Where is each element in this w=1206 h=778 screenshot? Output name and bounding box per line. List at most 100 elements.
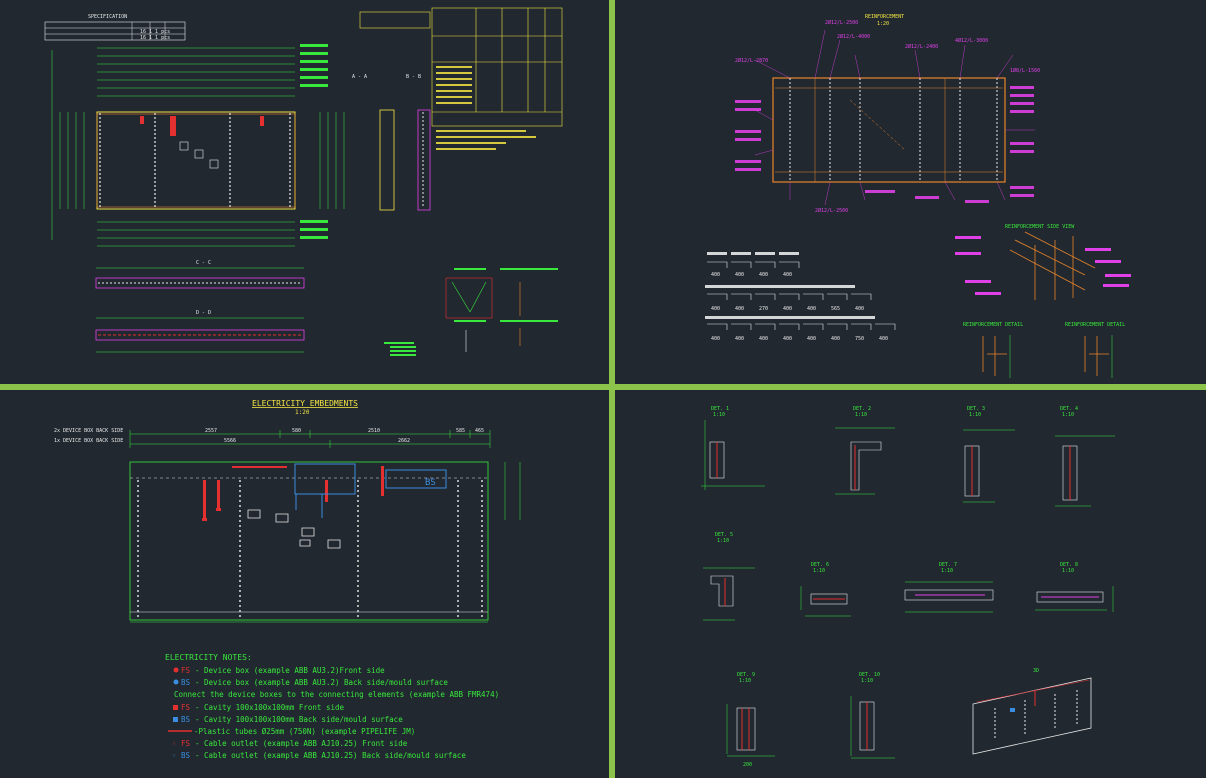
svg-text:2Ø12/L-2500: 2Ø12/L-2500 — [815, 207, 848, 214]
viewport-top-right[interactable]: REINFORCEMENT 1:20 2Ø12/L-2500 2Ø12/L-40… — [615, 0, 1206, 384]
bar-labels: 2Ø12/L-2500 2Ø12/L-4000 2Ø12/L-2400 4Ø12… — [735, 19, 1040, 214]
svg-text:DET. 1: DET. 1 — [711, 406, 729, 412]
svg-text:C - C: C - C — [196, 260, 211, 266]
specification-table: SPECIFICATION 16 1 1 pcs 16 1 1 pcs — [44, 14, 186, 41]
spec-row-1: 16 1 1 pcs — [140, 29, 170, 35]
electricity-scale: 1:20 — [295, 409, 310, 416]
detail-4: DET. 4 1:10 — [1055, 406, 1115, 507]
drawing-reinforcement: REINFORCEMENT 1:20 2Ø12/L-2500 2Ø12/L-40… — [705, 14, 1131, 378]
svg-text:BS: BS — [181, 715, 191, 724]
svg-text:2662: 2662 — [398, 438, 410, 444]
svg-text:2Ø12/L-2400: 2Ø12/L-2400 — [905, 43, 938, 50]
svg-text:2Ø12/L-4000: 2Ø12/L-4000 — [837, 33, 870, 40]
svg-text:400: 400 — [783, 306, 792, 312]
svg-text:FS: FS — [181, 739, 191, 748]
detail-1: DET. 1 1:10 — [701, 406, 765, 490]
note-8: - Cable outlet (example ABB AJ10.25) Bac… — [195, 751, 466, 760]
svg-text:400: 400 — [783, 336, 792, 342]
svg-text:DET. 6: DET. 6 — [811, 562, 829, 568]
detail-10: DET. 10 1:10 — [850, 672, 895, 759]
note-6: -Plastic tubes Ø25mm (750N) (example PIP… — [194, 727, 415, 736]
svg-text:1:10: 1:10 — [941, 568, 953, 574]
svg-text:DET. 10: DET. 10 — [859, 672, 880, 678]
reinforcement-scale: 1:20 — [877, 21, 889, 27]
svg-text:400: 400 — [711, 306, 720, 312]
svg-text:1:10: 1:10 — [861, 678, 873, 684]
svg-text:DET. 3: DET. 3 — [967, 406, 985, 412]
svg-text:4Ø12/L-3000: 4Ø12/L-3000 — [955, 37, 988, 44]
view-3d: 3D — [972, 668, 1092, 755]
spec-row-2: 16 1 1 pcs — [140, 35, 170, 41]
viewport-bottom-left[interactable]: ELECTRICITY EMBEDMENTS 1:20 2x DEVICE BO… — [0, 390, 609, 778]
svg-text:1:10: 1:10 — [969, 412, 981, 418]
svg-text:BS: BS — [181, 751, 191, 760]
svg-text:1:10: 1:10 — [1062, 568, 1074, 574]
detail-3: DET. 3 1:10 — [963, 406, 1015, 503]
svg-text:1:10: 1:10 — [813, 568, 825, 574]
panel-elevation — [96, 111, 296, 210]
notes-title: ELECTRICITY NOTES: — [165, 653, 252, 662]
svg-text:1:10: 1:10 — [717, 538, 729, 544]
drawing-panel-elevation: SPECIFICATION 16 1 1 pcs 16 1 1 pcs — [44, 7, 563, 356]
note-2: - Device box (example ABB AU3.2) Back si… — [195, 678, 448, 687]
note-7: - Cable outlet (example ABB AJ10.25) Fro… — [195, 739, 408, 748]
svg-text:BS: BS — [181, 678, 191, 687]
svg-text:DET. 4: DET. 4 — [1060, 406, 1078, 412]
svg-text:◦: ◦ — [172, 752, 176, 760]
svg-text:400: 400 — [711, 336, 720, 342]
specification-title: SPECIFICATION — [88, 14, 127, 20]
note-5: - Cavity 100x100x100mm Back side/mould s… — [195, 715, 403, 724]
bending-schedule: 400 400 400 400 400 400 270 400 400 565 … — [705, 252, 896, 342]
svg-text:D - D: D - D — [196, 310, 211, 316]
svg-text:1:10: 1:10 — [713, 412, 725, 418]
detail-9: DET. 9 1:10 200 — [726, 672, 775, 768]
viewport-divider-horizontal[interactable] — [0, 384, 1206, 390]
svg-text:2510: 2510 — [368, 428, 380, 434]
detail-5: DET. 5 1:10 — [703, 532, 755, 621]
viewport-bottom-right[interactable]: DET. 1 1:10 DET. 2 1:10 DET. 3 1:10 DET.… — [615, 390, 1206, 778]
svg-text:2Ø12/L-2870: 2Ø12/L-2870 — [735, 57, 768, 64]
svg-text:400: 400 — [807, 336, 816, 342]
mesh-detail: REINFORCEMENT SIDE VIEW REINFORCEMENT DE… — [955, 224, 1131, 378]
svg-text:270: 270 — [759, 306, 768, 312]
detail-8: DET. 8 1:10 — [1035, 562, 1114, 612]
detail-6: DET. 6 1:10 — [800, 562, 851, 617]
legend-top-2: 1x DEVICE BOX BACK SIDE — [54, 438, 123, 444]
svg-text:FS: FS — [181, 666, 191, 675]
svg-text:400: 400 — [831, 336, 840, 342]
svg-text:400: 400 — [879, 336, 888, 342]
svg-text:DET. 5: DET. 5 — [715, 532, 733, 538]
detail-2: DET. 2 1:10 — [835, 406, 895, 495]
reinforcement-title: REINFORCEMENT — [865, 14, 904, 20]
section-strips: C - C D - D — [95, 260, 305, 353]
svg-text:1Ø8/L-1560: 1Ø8/L-1560 — [1010, 67, 1040, 74]
svg-text:3D: 3D — [1033, 668, 1039, 674]
svg-text:B - B: B - B — [406, 74, 421, 80]
drawing-electricity: ELECTRICITY EMBEDMENTS 1:20 2x DEVICE BO… — [54, 399, 521, 760]
side-section: A - A B - B — [352, 74, 431, 211]
svg-text:A - A: A - A — [352, 74, 367, 80]
svg-text:580: 580 — [292, 428, 301, 434]
info-table — [359, 7, 563, 127]
reinforcement-cage — [772, 77, 1006, 183]
svg-text:REINFORCEMENT DETAIL: REINFORCEMENT DETAIL — [963, 322, 1023, 328]
svg-text:DET. 8: DET. 8 — [1060, 562, 1078, 568]
svg-text:REINFORCEMENT DETAIL: REINFORCEMENT DETAIL — [1065, 322, 1125, 328]
svg-text:400: 400 — [759, 336, 768, 342]
legend-top-1: 2x DEVICE BOX BACK SIDE — [54, 428, 123, 434]
svg-text:DET. 7: DET. 7 — [939, 562, 957, 568]
note-3: Connect the device boxes to the connecti… — [174, 690, 499, 699]
svg-text:FS: FS — [181, 703, 191, 712]
viewport-top-left[interactable]: SPECIFICATION 16 1 1 pcs 16 1 1 pcs — [0, 0, 609, 384]
svg-text:REINFORCEMENT SIDE VIEW: REINFORCEMENT SIDE VIEW — [1005, 224, 1075, 230]
small-details — [445, 277, 521, 352]
electricity-title: ELECTRICITY EMBEDMENTS — [252, 399, 358, 408]
svg-text:400: 400 — [759, 272, 768, 278]
drawing-details: DET. 1 1:10 DET. 2 1:10 DET. 3 1:10 DET.… — [701, 406, 1115, 768]
svg-text:DET. 2: DET. 2 — [853, 406, 871, 412]
electricity-panel: BS — [129, 461, 489, 621]
svg-text:400: 400 — [807, 306, 816, 312]
svg-text:585: 585 — [456, 428, 465, 434]
note-4: - Cavity 100x100x100mm Front side — [195, 703, 344, 712]
leader-lines — [754, 29, 1035, 206]
